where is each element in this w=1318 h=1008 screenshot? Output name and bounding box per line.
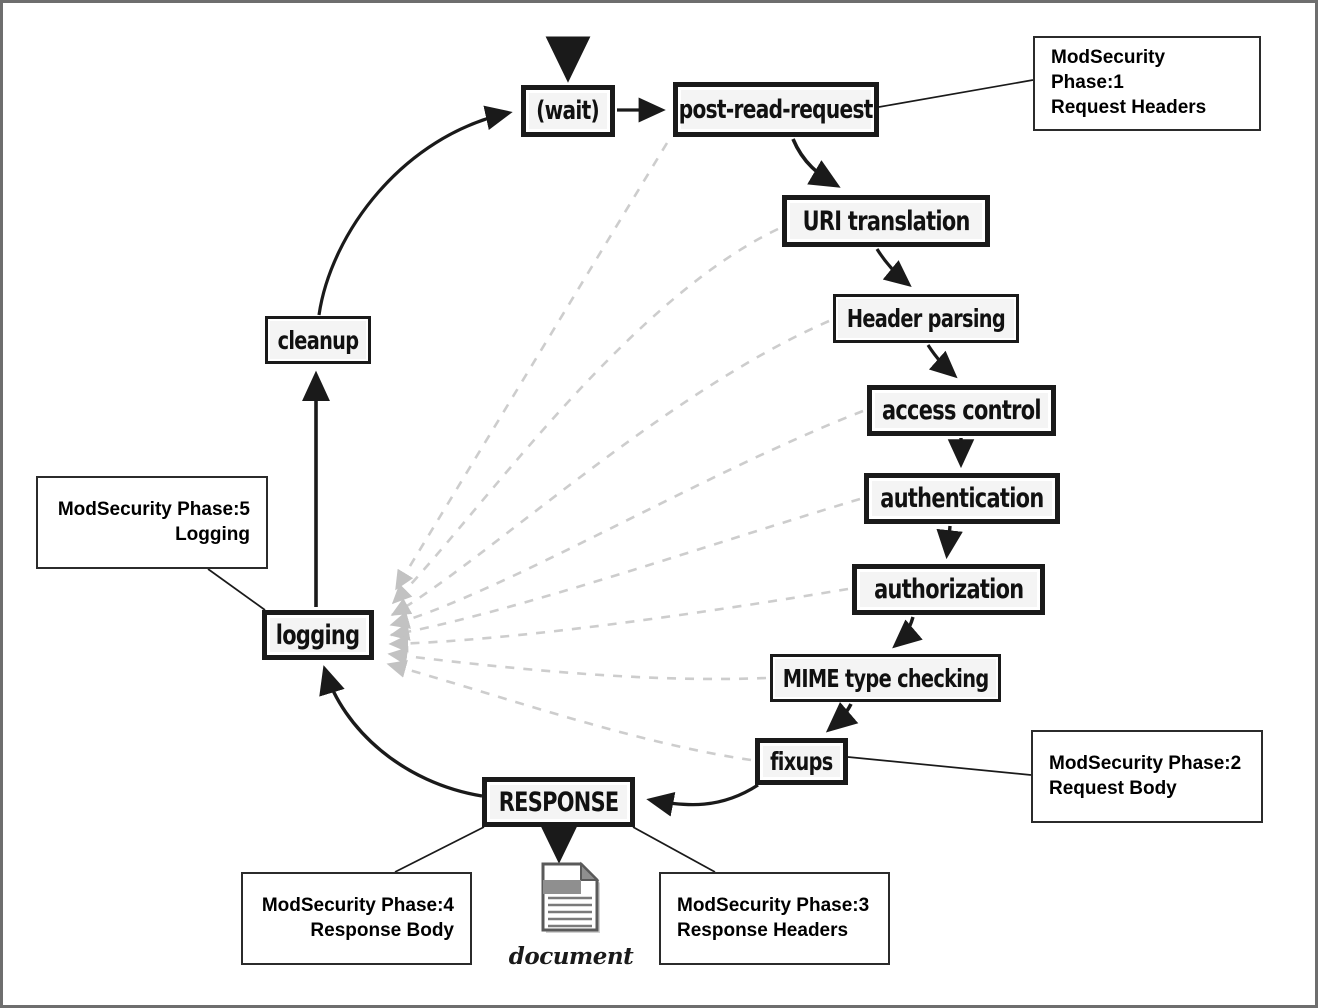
stage-wait-label: (wait)	[536, 96, 601, 126]
stage-uri-translation[interactable]: URI translation	[782, 195, 990, 247]
dash-authentication-to-logging	[389, 497, 861, 641]
edge-authorization-to-mime-type-checking	[892, 616, 923, 649]
document-label: document	[508, 943, 634, 970]
leader-phase5	[207, 568, 266, 611]
dash-authorization-to-logging	[388, 587, 849, 653]
dash-mime-type-to-logging	[387, 647, 767, 681]
note-modsecurity-phase-5[interactable]: ModSecurity Phase:5 Logging	[36, 476, 268, 569]
note-modsecurity-phase-2[interactable]: ModSecurity Phase:2 Request Body	[1031, 730, 1263, 823]
document-output: document	[496, 860, 646, 970]
dash-header-parsing-to-logging	[390, 319, 830, 617]
stage-wait[interactable]: (wait)	[521, 85, 615, 137]
stage-fixups[interactable]: fixups	[755, 738, 848, 785]
stage-authorization-label: authorization	[873, 574, 1024, 605]
stage-uri-translation-label: URI translation	[802, 205, 970, 237]
stage-logging[interactable]: logging	[262, 610, 374, 660]
note-modsecurity-phase-1[interactable]: ModSecurity Phase:1 Request Headers	[1033, 36, 1261, 131]
stage-access-control[interactable]: access control	[867, 385, 1056, 436]
stage-logging-label: logging	[276, 619, 360, 651]
dash-post-read-request-to-logging	[394, 142, 669, 591]
stage-authorization[interactable]: authorization	[852, 564, 1045, 615]
stage-post-read-request[interactable]: post-read-request	[673, 82, 879, 137]
stage-authentication[interactable]: authentication	[864, 473, 1060, 524]
note-modsecurity-phase-3[interactable]: ModSecurity Phase:3 Response Headers	[659, 872, 890, 965]
leader-phase2	[847, 756, 1032, 776]
dash-access-control-to-logging	[389, 409, 864, 629]
edge-cleanup-to-wait	[317, 105, 513, 316]
note-phase-4-text: ModSecurity Phase:4 Response Body	[261, 894, 454, 941]
edge-authentication-to-authorization	[936, 525, 963, 560]
dash-uri-translation-to-logging	[391, 227, 779, 605]
stage-response[interactable]: RESPONSE	[482, 777, 635, 827]
leader-phase1	[878, 79, 1034, 108]
dash-fixups-to-logging	[386, 660, 752, 762]
stage-cleanup-label: cleanup	[277, 325, 360, 355]
stage-access-control-label: access control	[882, 395, 1042, 426]
document-icon	[541, 861, 600, 933]
note-phase-3-text: ModSecurity Phase:3 Response Headers	[677, 894, 870, 941]
stage-cleanup[interactable]: cleanup	[265, 316, 371, 364]
edge-response-to-logging	[319, 665, 483, 798]
stage-post-read-request-label: post-read-request	[679, 94, 874, 125]
stage-authentication-label: authentication	[880, 483, 1044, 514]
edge-mime-type-checking-to-fixups	[825, 701, 859, 733]
stage-header-parsing-label: Header parsing	[846, 304, 1006, 333]
edge-post-read-request-to-uri-translation	[791, 138, 841, 188]
note-phase-2-text: ModSecurity Phase:2 Request Body	[1049, 752, 1242, 799]
edge-uri-translation-to-header-parsing	[875, 248, 912, 288]
leader-phase4	[394, 826, 485, 873]
stage-fixups-label: fixups	[770, 747, 833, 776]
edge-fixups-to-response	[646, 783, 759, 817]
stage-header-parsing[interactable]: Header parsing	[833, 294, 1019, 343]
stage-mime-type-checking[interactable]: MIME type checking	[770, 654, 1001, 702]
stage-mime-type-checking-label: MIME type checking	[782, 663, 989, 693]
note-phase-1-text: ModSecurity Phase:1 Request Headers	[1051, 47, 1207, 118]
note-modsecurity-phase-4[interactable]: ModSecurity Phase:4 Response Body	[241, 872, 472, 965]
edge-header-parsing-to-access-control	[926, 344, 958, 379]
note-phase-5-text: ModSecurity Phase:5 Logging	[57, 498, 250, 545]
stage-response-label: RESPONSE	[498, 786, 619, 818]
